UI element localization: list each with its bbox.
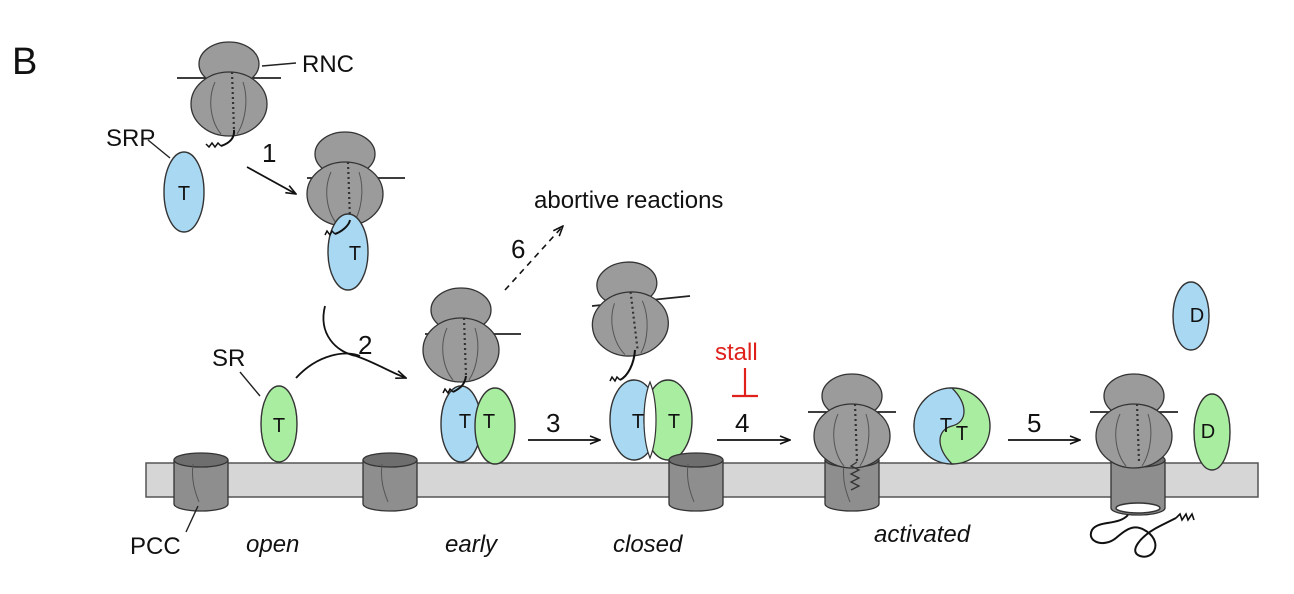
closed-complex: T T <box>585 257 693 461</box>
sr-free-t: T <box>273 415 285 437</box>
step-6-arrow <box>504 226 563 291</box>
sr-leader-line <box>239 371 261 397</box>
rnc-leader-line <box>261 62 297 67</box>
srp-dissociated: D <box>1172 281 1210 351</box>
early-t-sr: T <box>483 411 495 433</box>
sr-dissociated: D <box>1193 393 1231 471</box>
translocating-ribosome <box>1090 372 1178 470</box>
step-6-label: 6 <box>511 234 525 264</box>
panel-label: B <box>12 41 37 83</box>
step-2-arrow <box>355 355 406 378</box>
srp-d-label: D <box>1190 305 1204 327</box>
step-4-label: 4 <box>735 408 749 438</box>
srp-free-t: T <box>178 183 190 205</box>
signal-sequence-zigzag <box>1175 512 1195 522</box>
srp-sr-heterodimer: T T <box>913 387 991 465</box>
srp-free: T <box>163 151 205 233</box>
dimer-t-sr: T <box>956 423 968 445</box>
step-5-label: 5 <box>1027 408 1041 438</box>
early-complex: T T <box>421 286 521 465</box>
stall-label: stall <box>715 339 758 366</box>
pcc-label: PCC <box>130 533 181 560</box>
step-2-curve-sr <box>295 352 361 379</box>
step-1-label: 1 <box>262 138 276 168</box>
rnc-ribosome <box>177 40 281 149</box>
activated-ribosome <box>808 372 896 491</box>
state-activated: activated <box>874 521 971 548</box>
step-3-label: 3 <box>546 408 560 438</box>
closed-t-sr: T <box>668 411 680 433</box>
srp-leader-line <box>147 139 171 159</box>
state-early: early <box>445 531 499 558</box>
sr-free: T <box>260 385 298 463</box>
pcc-open <box>173 452 229 512</box>
sr-label: SR <box>212 345 245 372</box>
srp-label: SRP <box>106 125 155 152</box>
sr-d-label: D <box>1201 421 1215 443</box>
pcc-closed <box>668 452 724 512</box>
srp-bound-t: T <box>349 243 361 265</box>
closed-t-srp: T <box>632 411 644 433</box>
state-closed: closed <box>613 531 683 558</box>
step-2-curve-in <box>322 305 357 357</box>
rnc-srp-complex: T <box>305 130 405 291</box>
pcc-early <box>362 452 418 512</box>
dimer-t-srp: T <box>940 415 952 437</box>
state-open: open <box>246 531 299 558</box>
rnc-label: RNC <box>302 51 354 78</box>
early-t-srp: T <box>459 411 471 433</box>
nascent-chain-loop <box>1089 514 1177 558</box>
pcc-leader-line <box>185 505 199 533</box>
step-2-label: 2 <box>358 330 372 360</box>
abortive-label: abortive reactions <box>534 187 723 214</box>
step-1-arrow <box>246 166 296 194</box>
